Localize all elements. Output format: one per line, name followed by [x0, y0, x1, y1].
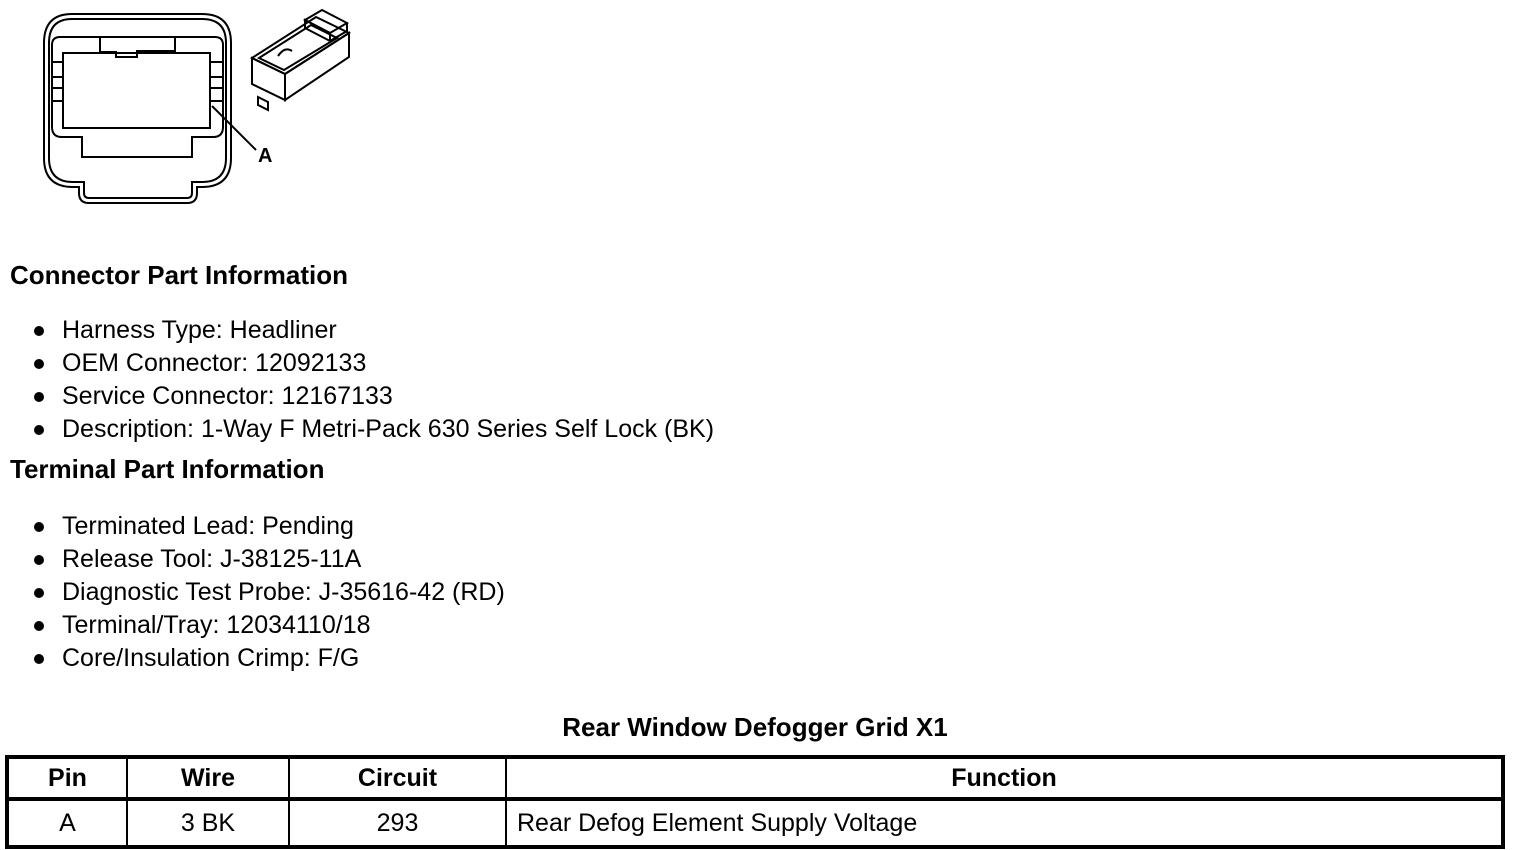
- list-item: Release Tool: J-38125-11A: [34, 543, 505, 576]
- table-title: Rear Window Defogger Grid X1: [562, 712, 948, 742]
- list-item: Terminated Lead: Pending: [34, 510, 505, 543]
- cell-circuit: 293: [288, 799, 507, 847]
- connector-part-info-list: Harness Type: Headliner OEM Connector: 1…: [34, 314, 714, 446]
- connector-figure: A: [43, 8, 352, 204]
- list-item: Core/Insulation Crimp: F/G: [34, 642, 505, 675]
- connector-part-info-heading: Connector Part Information: [10, 260, 349, 290]
- col-header-wire: Wire: [126, 757, 290, 799]
- cell-pin: A: [5, 799, 128, 847]
- callout-leader-line: [211, 105, 257, 151]
- list-item: Service Connector: 12167133: [34, 380, 714, 413]
- list-item: Harness Type: Headliner: [34, 314, 714, 347]
- terminal-part-info-heading: Terminal Part Information: [10, 454, 325, 484]
- col-header-function: Function: [505, 757, 1505, 799]
- connector-face-view: [43, 13, 232, 204]
- list-item: Terminal/Tray: 12034110/18: [34, 609, 505, 642]
- list-item: Diagnostic Test Probe: J-35616-42 (RD): [34, 576, 505, 609]
- list-item: Description: 1-Way F Metri-Pack 630 Seri…: [34, 413, 714, 446]
- col-header-pin: Pin: [5, 757, 128, 799]
- list-item: OEM Connector: 12092133: [34, 347, 714, 380]
- cell-function: Rear Defog Element Supply Voltage: [505, 799, 1505, 847]
- terminal-part-info-list: Terminated Lead: Pending Release Tool: J…: [34, 510, 505, 675]
- table-header-row: Pin Wire Circuit Function: [5, 757, 1505, 799]
- cell-wire: 3 BK: [126, 799, 290, 847]
- pinout-table: Pin Wire Circuit Function A 3 BK 293 Rea…: [5, 755, 1505, 849]
- table-row: A 3 BK 293 Rear Defog Element Supply Vol…: [5, 799, 1505, 847]
- callout-a-label: A: [258, 145, 272, 167]
- col-header-circuit: Circuit: [288, 757, 507, 799]
- connector-iso-view: [249, 8, 352, 112]
